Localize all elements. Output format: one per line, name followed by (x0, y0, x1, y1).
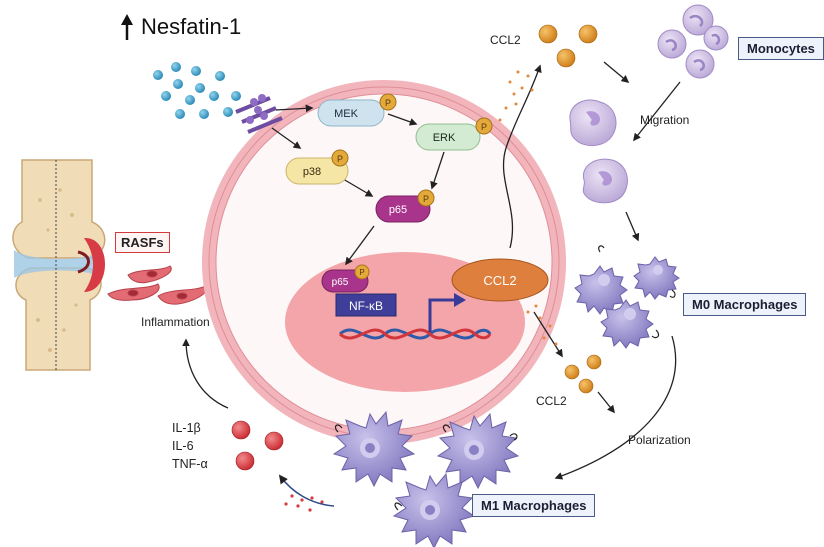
phospho-p38: P (337, 154, 343, 164)
inflammation-label: Inflammation (141, 315, 210, 329)
ccl2-nucleus-label: CCL2 (483, 273, 516, 288)
mek-node (317, 99, 385, 127)
p38-label: p38 (303, 166, 321, 178)
p65-cyto-label: p65 (389, 204, 407, 216)
migration-label: Migration (640, 113, 690, 127)
nesfatin-dots (153, 62, 241, 119)
erk-label: ERK (433, 132, 456, 144)
monocytes-label: Monocytes (738, 37, 824, 60)
polarization-label: Polarization (628, 433, 691, 447)
mek-label: MEK (334, 108, 359, 120)
cytokine-dots (231, 420, 284, 471)
p65-cyto-node (375, 195, 431, 223)
ccl2-bottom-label: CCL2 (536, 394, 567, 408)
phospho-erk: P (481, 122, 487, 132)
m1-macrophage-icon (332, 410, 520, 547)
rasf-label: RASFs (115, 232, 170, 253)
cytokine-il6: IL-6 (172, 439, 194, 453)
fibroblast-icon (107, 265, 208, 305)
ccl2-dots-top (538, 24, 598, 68)
monocyte-icon (657, 4, 729, 79)
joint-icon (0, 159, 112, 371)
ccl2-top-label: CCL2 (490, 33, 521, 47)
page-title: Nesfatin-1 (141, 14, 242, 39)
m1-macrophages-label: M1 Macrophages (472, 494, 596, 517)
phospho-p65-nuc: P (359, 268, 364, 277)
migrating-monocytes (569, 99, 628, 204)
cytokine-list: IL-1β IL-6 TNF-α (172, 419, 208, 473)
phospho-p65-cyto: P (423, 194, 429, 204)
cytokine-tnfa: TNF-α (172, 457, 208, 471)
ccl2-dots-bottom (564, 354, 602, 394)
m0-macrophages-label: M0 Macrophages (683, 293, 807, 316)
ccl2-nucleus-oval (451, 258, 549, 302)
transcription-arrow-icon (428, 298, 456, 332)
cytokine-il1b: IL-1β (172, 421, 201, 435)
nfkb-label: NF-κB (349, 299, 383, 313)
up-arrow-icon (121, 14, 133, 40)
macrophage-icon (574, 245, 680, 349)
erk-node (415, 123, 481, 151)
p65-nuc-label: p65 (332, 277, 349, 288)
receptor-icon (235, 94, 283, 134)
phospho-mek: P (385, 98, 391, 108)
p38-node (285, 157, 349, 185)
nfkb-box (335, 293, 397, 317)
dna-icon (338, 328, 492, 340)
